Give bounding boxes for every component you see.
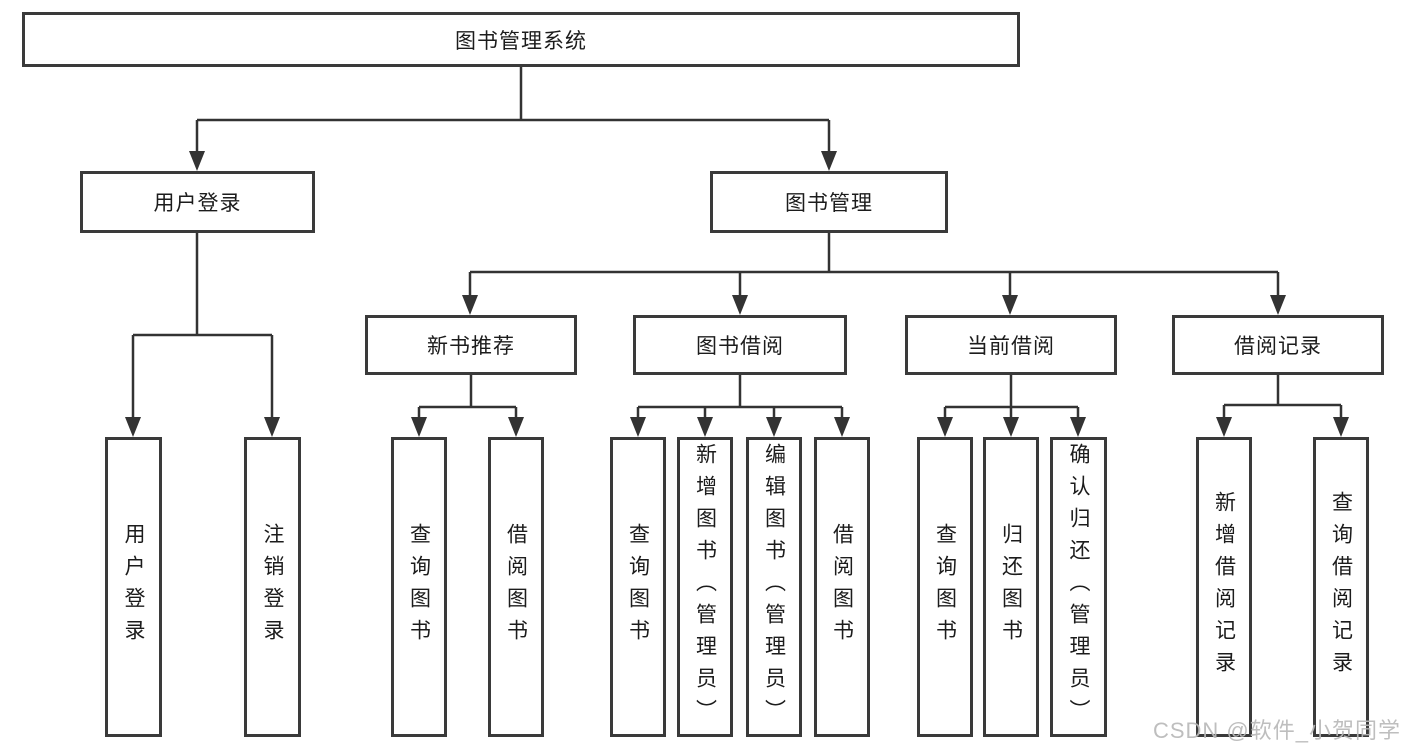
leaf-add-book-admin: 新增图书（管理员） [677, 437, 733, 737]
leaf-confirm-return-admin: 确认归还（管理员） [1050, 437, 1107, 737]
leaf-query-borrow-record-label: 查询借阅记录 [1329, 491, 1353, 683]
node-current-borrow: 当前借阅 [905, 315, 1117, 375]
leaf-user-login-label: 用户登录 [122, 523, 145, 651]
node-book-management: 图书管理 [710, 171, 948, 233]
leaf-query-book-3-label: 查询图书 [933, 523, 957, 651]
leaf-borrow-book-1: 借阅图书 [488, 437, 544, 737]
leaf-return-book: 归还图书 [983, 437, 1039, 737]
node-current-borrow-label: 当前借阅 [967, 335, 1055, 358]
node-new-book-recommend-label: 新书推荐 [427, 335, 515, 358]
leaf-query-borrow-record: 查询借阅记录 [1313, 437, 1369, 737]
node-book-borrow: 图书借阅 [633, 315, 847, 375]
node-book-borrow-label: 图书借阅 [696, 335, 784, 358]
node-borrow-record-label: 借阅记录 [1234, 335, 1322, 358]
leaf-query-book-1-label: 查询图书 [407, 523, 431, 651]
leaf-query-book-2-label: 查询图书 [626, 523, 650, 651]
leaf-borrow-book-2: 借阅图书 [814, 437, 870, 737]
leaf-add-borrow-record: 新增借阅记录 [1196, 437, 1252, 737]
leaf-user-login: 用户登录 [105, 437, 162, 737]
node-root-label: 图书管理系统 [455, 29, 587, 53]
leaf-query-book-2: 查询图书 [610, 437, 666, 737]
leaf-borrow-book-2-label: 借阅图书 [830, 523, 854, 651]
leaf-edit-book-admin-label: 编辑图书（管理员） [762, 443, 786, 731]
leaf-query-book-1: 查询图书 [391, 437, 447, 737]
leaf-borrow-book-1-label: 借阅图书 [504, 523, 528, 651]
leaf-confirm-return-admin-label: 确认归还（管理员） [1067, 443, 1090, 731]
node-borrow-record: 借阅记录 [1172, 315, 1384, 375]
leaf-add-book-admin-label: 新增图书（管理员） [693, 443, 717, 731]
leaf-query-book-3: 查询图书 [917, 437, 973, 737]
leaf-edit-book-admin: 编辑图书（管理员） [746, 437, 802, 737]
leaf-logout-label: 注销登录 [261, 523, 284, 651]
leaf-logout: 注销登录 [244, 437, 301, 737]
node-new-book-recommend: 新书推荐 [365, 315, 577, 375]
node-root: 图书管理系统 [22, 12, 1020, 67]
leaf-return-book-label: 归还图书 [999, 523, 1023, 651]
node-user-login-label: 用户登录 [153, 192, 242, 215]
node-book-management-label: 图书管理 [785, 192, 873, 215]
leaf-add-borrow-record-label: 新增借阅记录 [1212, 491, 1236, 683]
node-user-login: 用户登录 [80, 171, 315, 233]
